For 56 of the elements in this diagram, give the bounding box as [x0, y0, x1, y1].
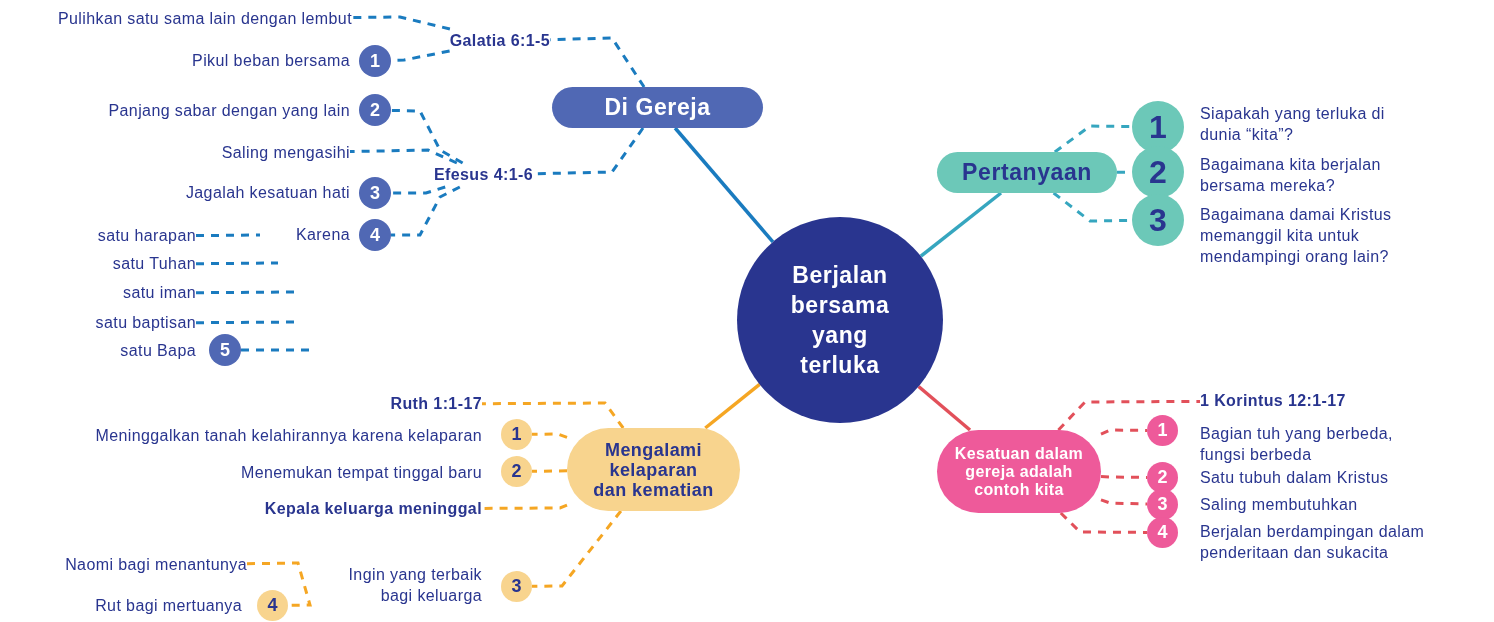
dashed-connector: [482, 503, 568, 510]
dashed-connector: [532, 432, 568, 439]
branch-pill: Pertanyaan: [937, 152, 1117, 193]
scripture-reference: 1 Korintus 12:1-17: [1200, 389, 1346, 413]
dashed-connector: [246, 561, 312, 607]
scripture-reference: Ruth 1:1-17: [390, 392, 482, 416]
branch-line: [673, 126, 775, 244]
dashed-connector: [1059, 511, 1147, 534]
branch-pill: Mengalami kelaparan dan kematian: [567, 428, 740, 511]
dashed-connector: [1057, 399, 1200, 432]
item-text: Meninggalkan tanah kelahirannya karena kelaparan: [95, 426, 482, 446]
scripture-reference: Galatia 6:1-5: [449, 29, 550, 53]
item-text: Panjang sabar dengan yang lain: [108, 101, 350, 121]
branch-line: [704, 383, 761, 430]
dashed-connector: [1100, 428, 1147, 436]
dashed-connector: [196, 233, 260, 238]
dashed-connector: [352, 15, 451, 31]
branch-line: [917, 385, 972, 432]
topic-text: Pulihkan satu sama lain dengan lembut: [57, 7, 352, 31]
scripture-reference: Efesus 4:1-6: [433, 163, 533, 187]
item-text: Satu tubuh dalam Kristus: [1200, 468, 1389, 488]
dashed-connector: [1100, 498, 1148, 506]
item-text: Siapakah yang terluka di dunia “kita”?: [1200, 104, 1386, 145]
dashed-connector: [349, 148, 458, 165]
dashed-connector: [196, 290, 295, 295]
dashed-connector: [1100, 475, 1147, 479]
topic-text: Naomi bagi menantunya: [65, 553, 247, 577]
dashed-connector: [391, 185, 461, 237]
item-text: Pikul beban bersama: [192, 51, 350, 71]
scripture-reference: Kepala keluarga meninggal: [264, 497, 482, 521]
dashed-connector: [532, 510, 623, 588]
dashed-connector: [549, 36, 646, 88]
item-text: Bagaimana damai Kristus memanggil kita untuk mendampingi orang lain?: [1200, 205, 1393, 267]
dashed-connector: [391, 185, 446, 195]
topic-text: satu iman: [123, 281, 196, 305]
item-text: Jagalah kesatuan hati: [185, 183, 350, 203]
topic-text: satu harapan: [97, 224, 196, 248]
dashed-connector: [390, 108, 464, 165]
item-text: Saling membutuhkan: [1200, 495, 1358, 515]
branch-line: [919, 191, 1003, 258]
item-text: Karena: [296, 225, 350, 245]
dashed-connector: [531, 469, 568, 473]
dashed-connector: [482, 401, 625, 429]
branch-pill: Di Gereja: [552, 87, 763, 128]
topic-text: Saling mengasihi: [221, 141, 350, 165]
dashed-connector: [196, 261, 278, 266]
item-text: Rut bagi mertuanya: [95, 596, 242, 616]
topic-text: satu Tuhan: [112, 252, 196, 276]
branch-pill: Kesatuan dalam gereja adalah contoh kita: [937, 430, 1101, 513]
item-text: Bagaimana kita berjalan bersama mereka?: [1200, 155, 1382, 196]
item-text: satu Bapa: [120, 341, 196, 361]
item-text: Menemukan tempat tinggal baru: [240, 463, 482, 483]
item-text: Ingin yang terbaik bagi keluarga: [347, 565, 482, 606]
item-text: Bagian tuh yang berbeda, fungsi berbeda: [1200, 424, 1394, 465]
item-text: Berjalan berdampingan dalam penderitaan dan sukacita: [1200, 522, 1426, 563]
topic-text: satu baptisan: [95, 311, 196, 335]
